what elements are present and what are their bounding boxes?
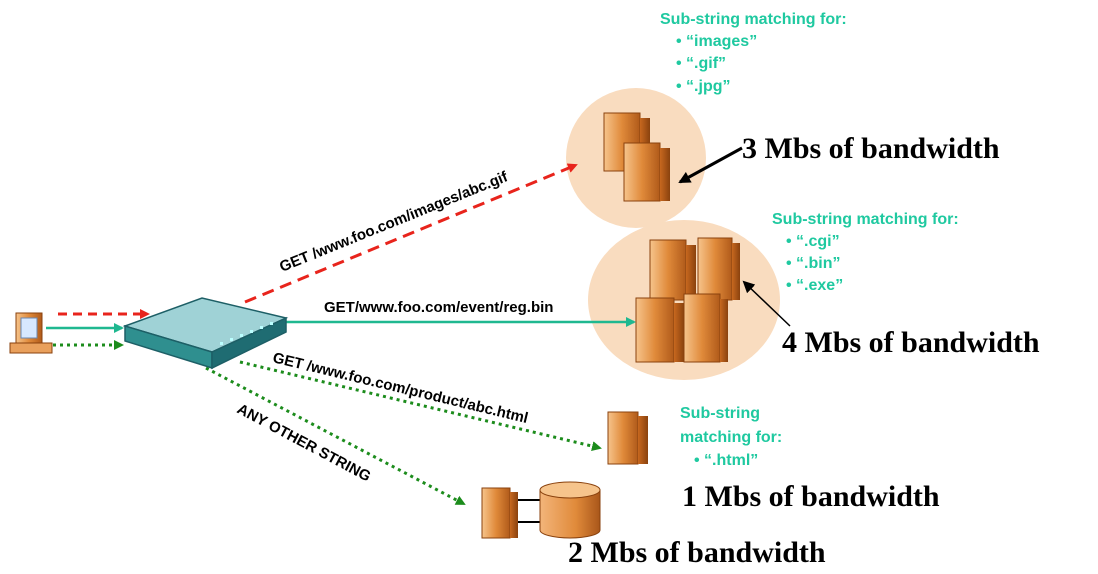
event-match-pattern: • “.cgi” [786,233,840,250]
images-match-pattern: • “.jpg” [676,78,730,95]
database-cylinder-icon [539,481,601,539]
layer7-switch-icon [122,297,289,370]
product-request-label: GET /www.foo.com/product/abc.html [271,349,530,427]
event-bandwidth-pointer [742,280,791,327]
product-server-icon [607,411,648,465]
other-bandwidth-label: 2 Mbs of bandwidth [568,536,826,569]
images-match-pattern: • “.gif” [676,55,726,72]
images-request-label: GET /www.foo.com/images/abc.gif [277,168,511,276]
images-route-arrow [244,163,578,304]
images-bandwidth-label: 3 Mbs of bandwidth [742,132,1000,165]
client-computer-icon [9,312,53,354]
images-bandwidth-pointer [678,146,743,184]
product-match-heading: matching for: [680,429,782,446]
other-server-icon [481,487,540,539]
event-match-pattern: • “.exe” [786,277,843,294]
event-match-heading: Sub-string matching for: [772,211,959,228]
event-request-label: GET/www.foo.com/event/reg.bin [324,299,553,316]
event-server-icon [635,237,740,363]
images-match-heading: Sub-string matching for: [660,11,847,28]
product-route-arrow [239,360,602,452]
other-request-label: ANY OTHER STRING [234,401,373,486]
images-server-icon [603,112,670,202]
product-bandwidth-label: 1 Mbs of bandwidth [682,480,940,513]
product-match-heading: Sub-string [680,405,760,422]
images-match-pattern: • “images” [676,33,757,50]
product-match-pattern: • “.html” [694,452,758,469]
event-match-pattern: • “.bin” [786,255,840,272]
event-bandwidth-label: 4 Mbs of bandwidth [782,326,1040,359]
